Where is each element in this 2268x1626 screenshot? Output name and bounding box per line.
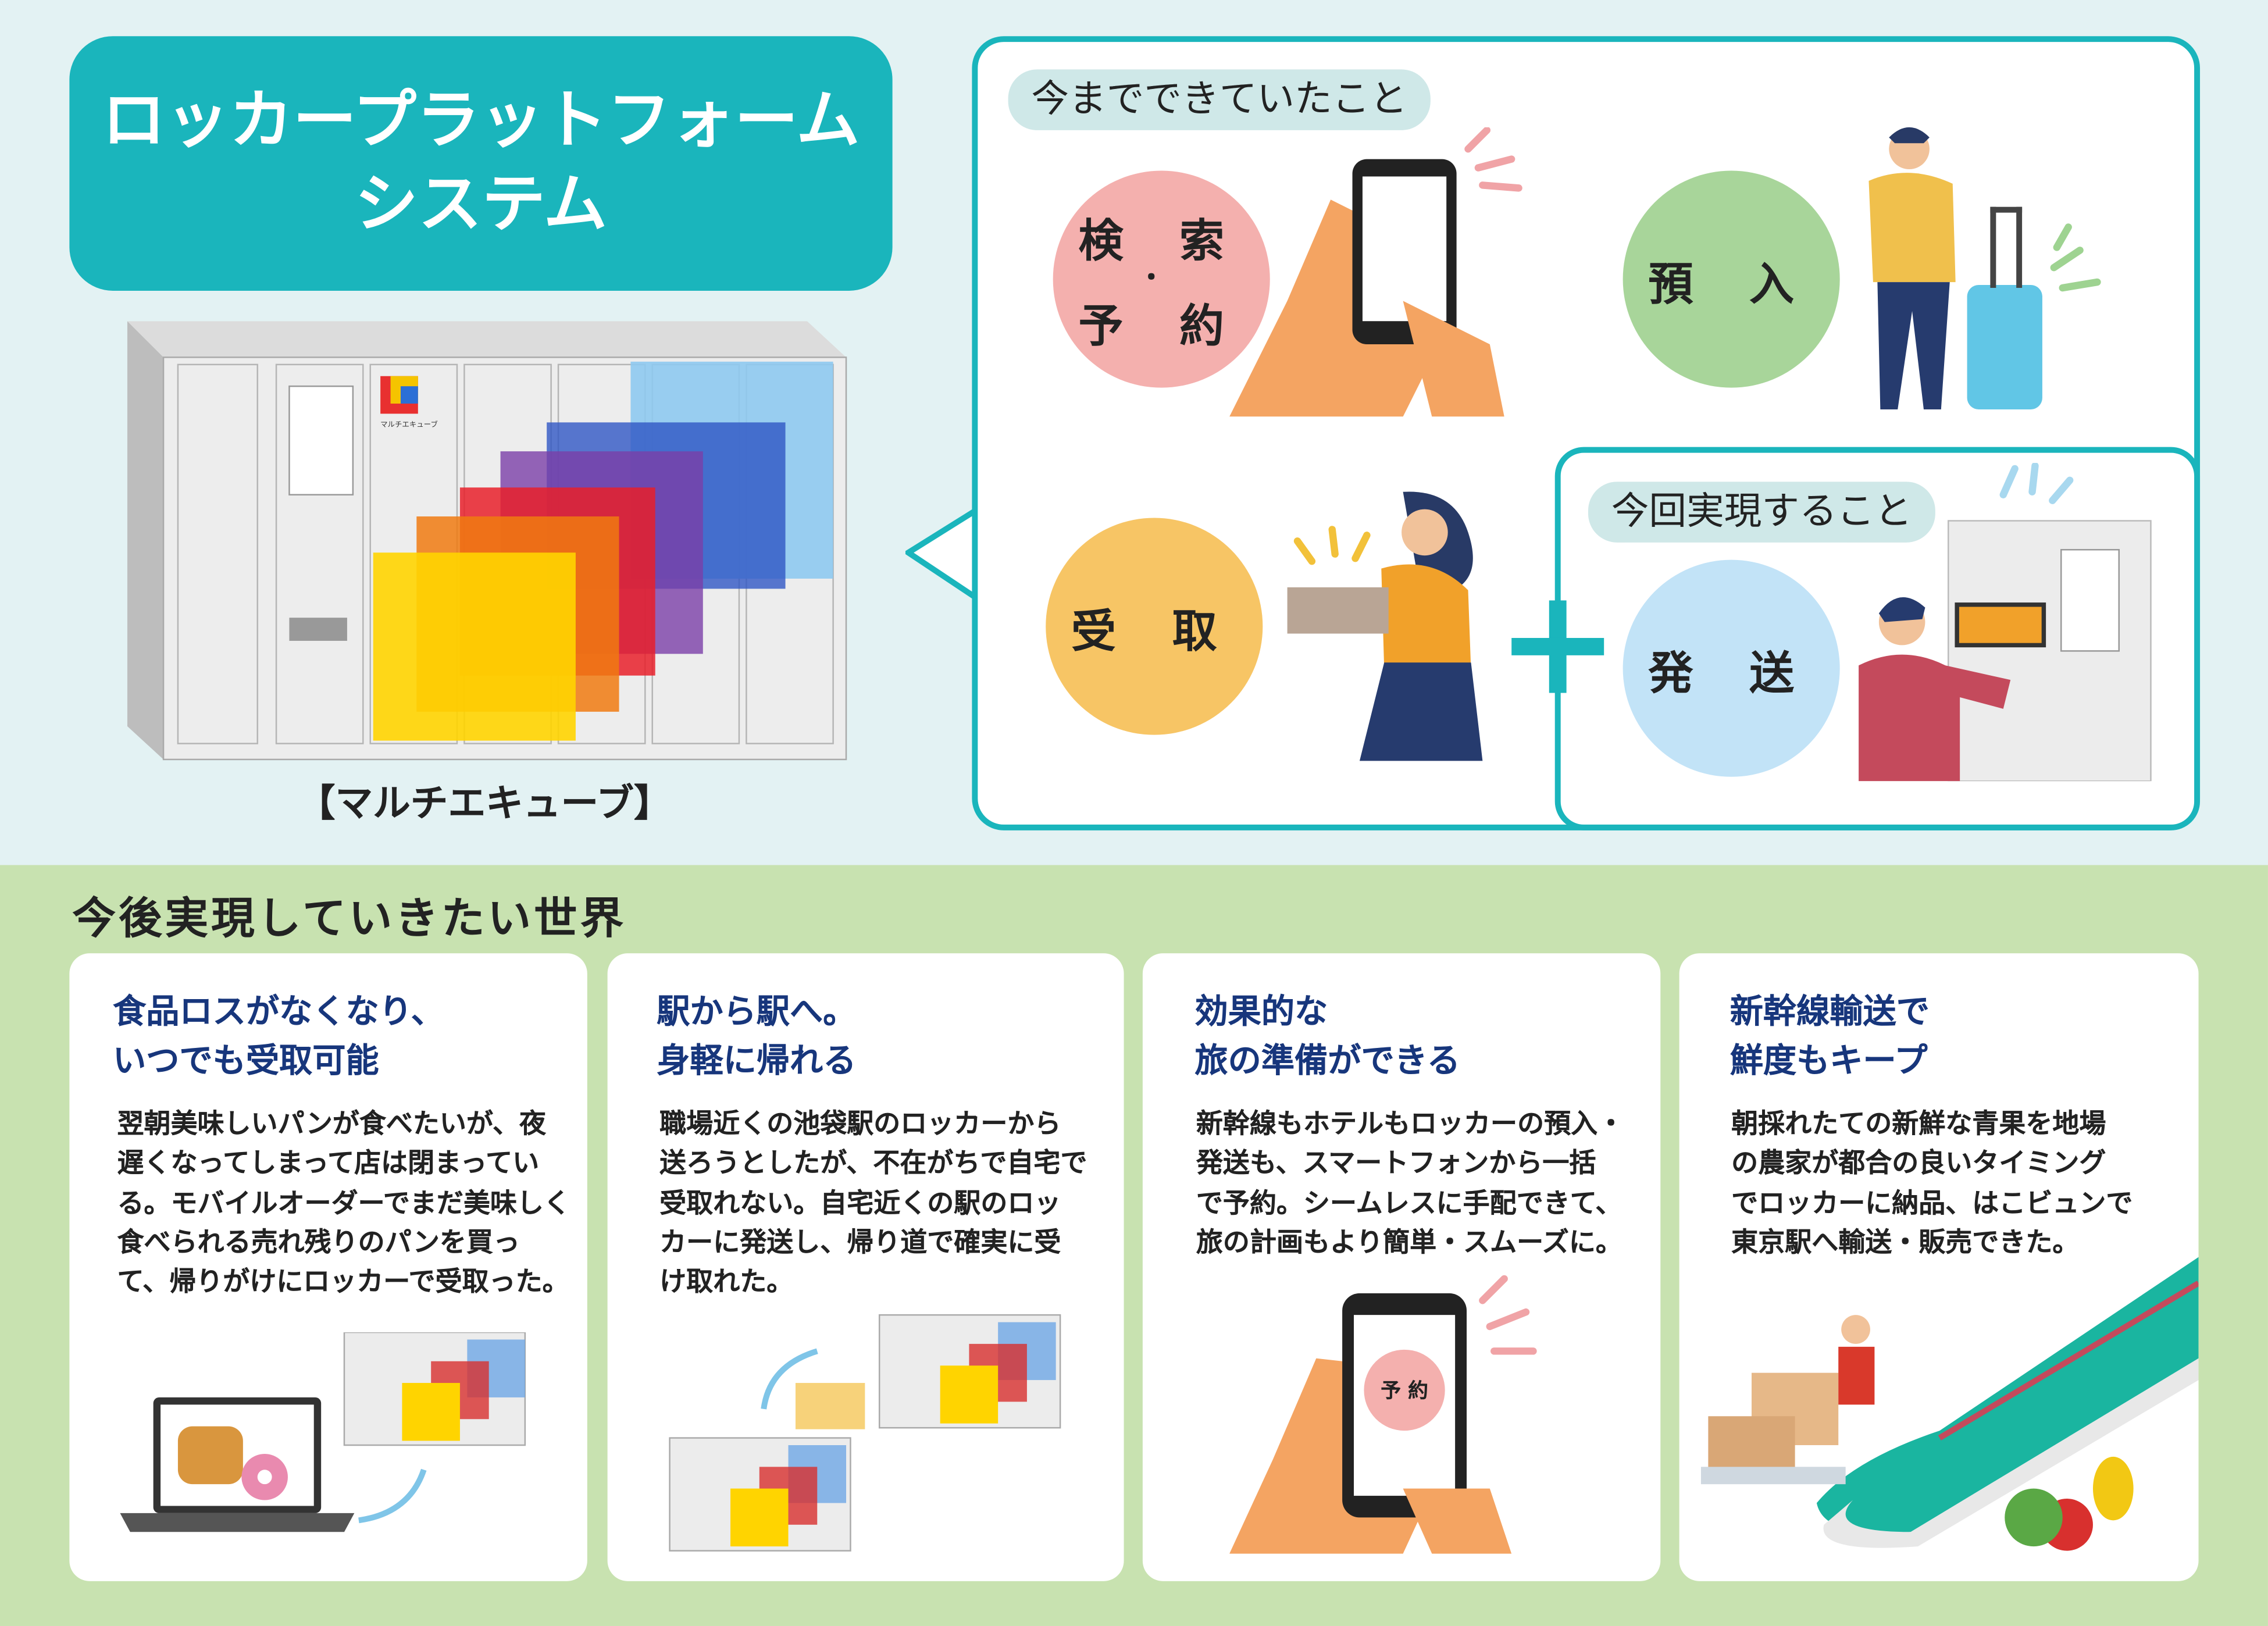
- deposit-circle: 預 入: [1622, 170, 1840, 388]
- shinkansen-produce-illustration: [1700, 1257, 2199, 1551]
- traveller-suitcase-illustration: [1868, 127, 2101, 409]
- card-body: 翌朝美味しいパンが食べたいが、夜 遅くなってしまって店は閉まってい る。モバイル…: [117, 1109, 570, 1298]
- card-body: 職場近くの池袋駅のロッカーから 送ろうとしたが、不在がちで自宅で 受取れない。自…: [659, 1109, 1087, 1298]
- title-line-2: システム: [354, 167, 608, 242]
- locker-to-locker-illustration: [669, 1314, 1061, 1552]
- man-shipping-at-locker-illustration: [1859, 463, 2152, 782]
- card-title: 効果的な 旅の準備ができる: [1194, 993, 1460, 1081]
- smartphone-reservation-illustration: [1229, 1275, 1537, 1554]
- current-services-label: 今までできていたこと: [1008, 69, 1431, 130]
- shipping-label: 発 送: [1648, 647, 1814, 700]
- locker-logo-text: マルチエキューブ: [380, 420, 438, 429]
- card-body: 朝採れたての新鮮な青果を地場 の農家が都合の良いタイミング でロッカーに納品、は…: [1731, 1109, 2133, 1258]
- future-card-travel: 効果的な 旅の準備ができる 新幹線もホテルもロッカーの預入・ 発送も、スマートフ…: [1142, 953, 1661, 1581]
- future-card-food-loss: 食品ロスがなくなり、 いつでも受取可能 翌朝美味しいパンが食べたいが、夜 遅くな…: [69, 953, 587, 1581]
- receive-label: 受 取: [1071, 605, 1238, 658]
- page-title: ロッカープラットフォーム システム: [69, 36, 893, 291]
- search-label: 検 索: [1078, 215, 1244, 268]
- card-title: 食品ロスがなくなり、 いつでも受取可能: [113, 993, 444, 1081]
- shipping-circle: 発 送: [1622, 559, 1840, 777]
- title-line-1: ロッカープラットフォーム: [102, 84, 860, 158]
- plus-icon: [1511, 600, 1604, 693]
- locker-illustration: マルチエキューブ: [127, 321, 847, 761]
- new-service-label: 今回実現すること: [1588, 482, 1935, 543]
- reserve-phone-label: 予 約: [1381, 1380, 1428, 1403]
- separator-dot: ・: [1138, 263, 1185, 294]
- laptop-bread-locker-illustration: [120, 1332, 526, 1532]
- future-card-shinkansen: 新幹線輸送で 鮮度もキープ 朝採れたての新鮮な青果を地場 の農家が都合の良いタイ…: [1679, 953, 2199, 1581]
- deposit-label: 預 入: [1648, 258, 1814, 311]
- reserve-label: 予 約: [1078, 301, 1244, 353]
- smartphone-hand-illustration: [1229, 127, 1522, 417]
- future-card-station-to-station: 駅から駅へ。 身軽に帰れる 職場近くの池袋駅のロッカーから 送ろうとしたが、不在…: [607, 953, 1124, 1581]
- search-reserve-circle: 検 索 ・ 予 約: [1053, 170, 1270, 388]
- card-title: 新幹線輸送で 鮮度もキープ: [1729, 993, 1930, 1081]
- bubble-pointer: [905, 506, 981, 605]
- woman-receiving-package-illustration: [1287, 491, 1483, 761]
- card-title: 駅から駅へ。 身軽に帰れる: [657, 993, 857, 1081]
- future-heading: 今後実現していきたい世界: [72, 894, 627, 945]
- card-body: 新幹線もホテルもロッカーの預入・ 発送も、スマートフォンから一括 で予約。シーム…: [1196, 1109, 1625, 1258]
- locker-caption: 【マルチエキューブ】: [297, 782, 672, 826]
- receive-circle: 受 取: [1046, 518, 1263, 735]
